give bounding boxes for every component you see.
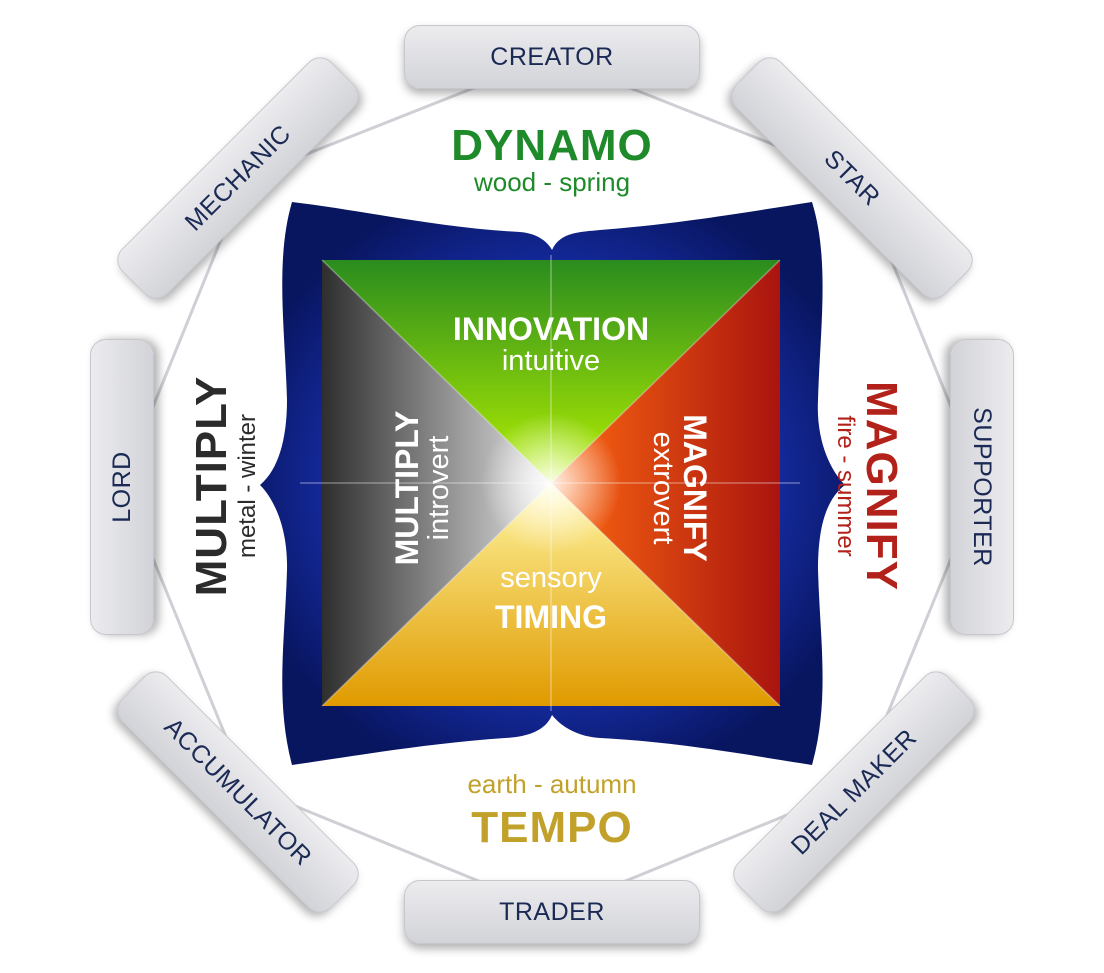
- quadrant-bottom-shape: [322, 483, 780, 706]
- quadrant-right-sub: extrovert: [647, 431, 679, 545]
- quadrant-top-title: INNOVATION: [452, 311, 650, 347]
- quadrant-top-shape: [322, 260, 780, 483]
- quadrant-left-shape: [322, 260, 551, 706]
- quadrant-left-title: MULTIPLY: [389, 410, 425, 566]
- profile-pill-trader[interactable]: TRADER: [404, 880, 700, 944]
- quadrant-top-label: INNOVATION intuitive: [401, 312, 701, 377]
- quadrant-bottom-sub: sensory: [500, 562, 602, 594]
- frequency-magnify: MAGNIFY fire - summer: [832, 286, 906, 686]
- frequency-multiply: MULTIPLY metal - winter: [187, 286, 261, 686]
- quadrant-top-sub: intuitive: [501, 345, 601, 377]
- quadrant-right-label: MAGNIFY extrovert: [646, 358, 713, 618]
- profile-pill-creator[interactable]: CREATOR: [404, 25, 700, 89]
- tempo-element-season: earth - autumn: [467, 769, 637, 799]
- multiply-element-season: metal - winter: [234, 413, 261, 559]
- dynamo-title: DYNAMO: [451, 121, 653, 170]
- magnify-title: MAGNIFY: [857, 381, 906, 591]
- quadrant-right-title: MAGNIFY: [677, 414, 713, 562]
- quadrant-left-label: MULTIPLY introvert: [389, 358, 456, 618]
- profile-pill-supporter[interactable]: SUPPORTER: [950, 339, 1014, 635]
- dynamo-element-season: wood - spring: [473, 167, 631, 197]
- frequency-dynamo: DYNAMO wood - spring: [352, 121, 752, 197]
- tempo-title: TEMPO: [471, 803, 633, 852]
- quadrant-left-sub: introvert: [423, 435, 455, 541]
- quadrant-bottom-label: sensory TIMING: [401, 562, 701, 635]
- profile-pill-lord[interactable]: LORD: [90, 339, 154, 635]
- magnify-element-season: fire - summer: [832, 415, 859, 557]
- multiply-title: MULTIPLY: [187, 375, 236, 597]
- quadrant-bottom-title: TIMING: [495, 599, 607, 635]
- quadrant-right-shape: [551, 260, 780, 706]
- frequency-tempo: earth - autumn TEMPO: [352, 770, 752, 850]
